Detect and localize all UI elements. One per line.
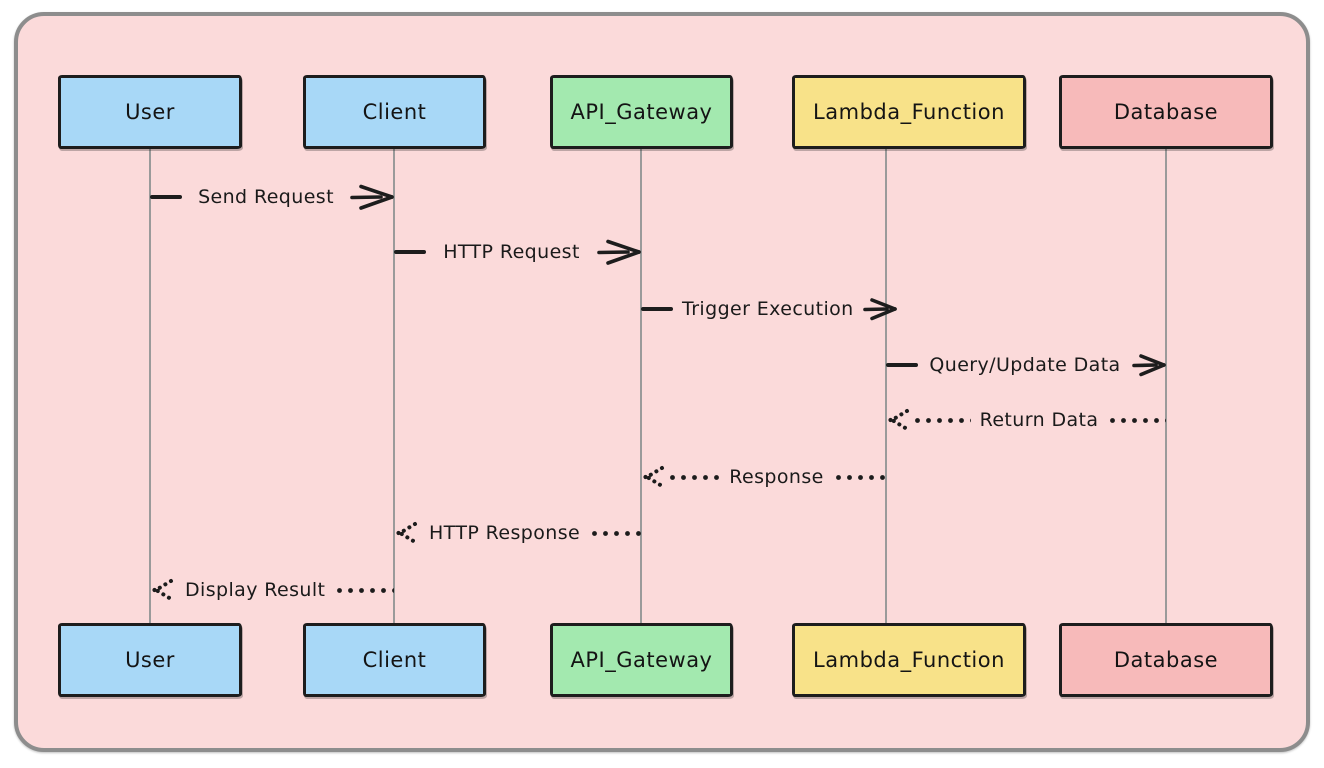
actor-label: Lambda_Function <box>813 100 1005 124</box>
message-trigger-execution: Trigger Execution <box>641 291 897 327</box>
actor-label: Client <box>362 648 427 672</box>
actor-box-api-gateway-bottom: API_Gateway <box>550 623 733 697</box>
lifeline-user <box>149 149 151 623</box>
actor-box-client-bottom: Client <box>303 623 486 697</box>
actor-label: Client <box>362 100 427 124</box>
actor-label: API_Gateway <box>570 100 713 124</box>
lifeline-api-gateway <box>640 149 642 623</box>
actor-label: Lambda_Function <box>813 648 1005 672</box>
actor-box-api-gateway-top: API_Gateway <box>550 75 733 149</box>
message-tail-line <box>886 363 918 367</box>
message-http-response: HTTP Response <box>394 515 641 551</box>
message-tail-line <box>641 307 673 311</box>
actor-box-database-bottom: Database <box>1059 623 1273 697</box>
message-label: Query/Update Data <box>929 354 1121 376</box>
arrowhead-left-dotted-icon <box>643 466 664 488</box>
actor-label: Database <box>1113 100 1219 124</box>
actor-label: Database <box>1113 648 1219 672</box>
dotted-line <box>334 587 394 593</box>
arrowhead-right-icon <box>350 184 394 210</box>
dotted-line <box>1107 417 1167 423</box>
message-display-result: Display Result <box>150 572 394 608</box>
message-label: Response <box>729 466 824 488</box>
message-tail-line <box>394 250 426 254</box>
actor-label: API_Gateway <box>570 648 713 672</box>
arrowhead-left-dotted-icon <box>396 522 417 544</box>
actor-box-database-top: Database <box>1059 75 1273 149</box>
message-label: HTTP Response <box>429 522 581 544</box>
arrowhead-right-icon <box>1132 354 1166 377</box>
message-tail-line <box>150 195 182 199</box>
message-response: Response <box>641 459 887 495</box>
dotted-line <box>667 474 721 480</box>
lifeline-lambda-function <box>885 149 887 623</box>
lifeline-client <box>393 149 395 623</box>
message-label: Display Result <box>185 579 326 601</box>
dotted-line <box>589 530 641 536</box>
message-label: Trigger Execution <box>682 298 854 320</box>
lifeline-database <box>1165 149 1167 623</box>
message-send-request: Send Request <box>150 179 394 215</box>
actor-box-user-bottom: User <box>58 623 242 697</box>
actor-box-user-top: User <box>58 75 242 149</box>
actor-box-lambda-function-top: Lambda_Function <box>792 75 1026 149</box>
message-label: HTTP Request <box>443 241 580 263</box>
arrowhead-left-dotted-icon <box>152 579 173 601</box>
actor-box-client-top: Client <box>303 75 486 149</box>
dotted-line <box>912 417 971 423</box>
message-label: Send Request <box>198 186 334 208</box>
message-query-update-data: Query/Update Data <box>886 347 1166 383</box>
arrowhead-right-icon <box>597 239 641 265</box>
dotted-line <box>832 474 887 480</box>
message-http-request: HTTP Request <box>394 234 641 270</box>
message-return-data: Return Data <box>886 402 1167 438</box>
actor-label: User <box>125 648 175 672</box>
actor-label: User <box>125 100 175 124</box>
actor-box-lambda-function-bottom: Lambda_Function <box>792 623 1026 697</box>
arrowhead-left-dotted-icon <box>888 409 909 431</box>
message-label: Return Data <box>979 409 1099 431</box>
arrowhead-right-icon <box>862 298 897 321</box>
